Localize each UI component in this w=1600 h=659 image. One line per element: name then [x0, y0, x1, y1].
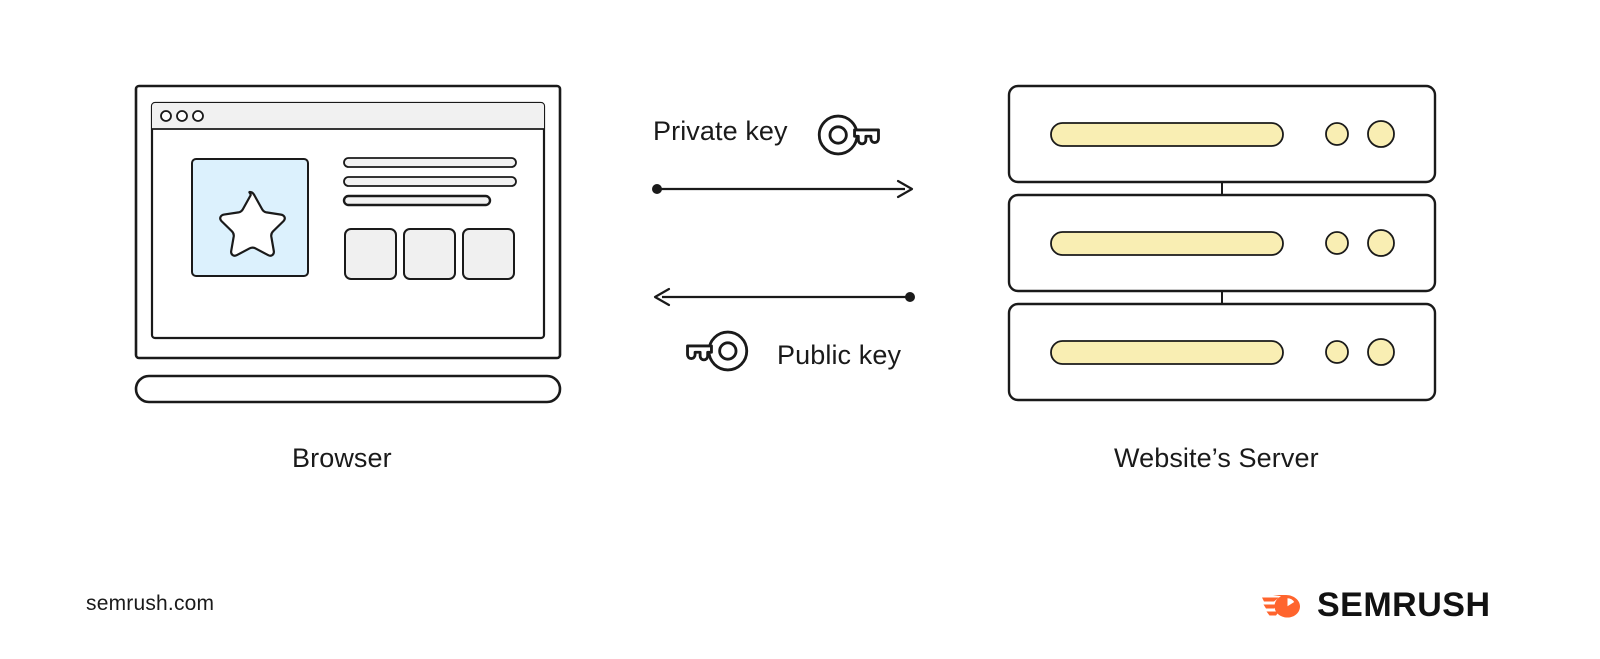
browser-titlebar — [152, 103, 544, 129]
server-unit-bar — [1050, 340, 1284, 365]
footer-url: semrush.com — [86, 592, 215, 615]
private-key-icon — [817, 114, 880, 156]
semrush-comet-icon — [1262, 595, 1300, 618]
browser-caption: Browser — [292, 443, 392, 473]
public-key-arrow — [653, 287, 915, 307]
private-key-arrow — [652, 179, 914, 199]
server-led-small — [1325, 231, 1349, 255]
content-line-2 — [343, 176, 517, 187]
server-led-large — [1367, 120, 1395, 148]
titlebar-dot-2 — [176, 110, 188, 122]
browser-laptop-group — [134, 84, 562, 404]
content-line-3 — [342, 194, 492, 207]
server-unit-2 — [1007, 193, 1437, 293]
key-exchange-group — [652, 114, 915, 372]
public-key-label: Public key — [777, 340, 902, 370]
server-led-large — [1367, 338, 1395, 366]
content-box-3 — [462, 228, 515, 280]
server-unit-3 — [1007, 302, 1437, 402]
server-led-small — [1325, 340, 1349, 364]
server-unit-bar — [1050, 231, 1284, 256]
titlebar-dot-1 — [160, 110, 172, 122]
public-key-icon — [686, 330, 749, 372]
semrush-brand-lockup: SEMRUSH — [1262, 586, 1491, 625]
server-unit-bar — [1050, 122, 1284, 147]
content-box-2 — [403, 228, 456, 280]
server-unit-1 — [1007, 84, 1437, 184]
content-box-1 — [344, 228, 397, 280]
semrush-wordmark: SEMRUSH — [1317, 586, 1491, 624]
star-icon — [219, 190, 286, 257]
server-caption: Website’s Server — [1114, 443, 1319, 473]
content-line-1 — [343, 157, 517, 168]
titlebar-dot-3 — [192, 110, 204, 122]
server-rack-group — [1007, 84, 1437, 402]
laptop-base — [134, 374, 562, 404]
arrow-head-right — [896, 179, 914, 199]
server-led-small — [1325, 122, 1349, 146]
arrow-head-left — [653, 287, 671, 307]
server-led-large — [1367, 229, 1395, 257]
private-key-label: Private key — [653, 116, 788, 146]
